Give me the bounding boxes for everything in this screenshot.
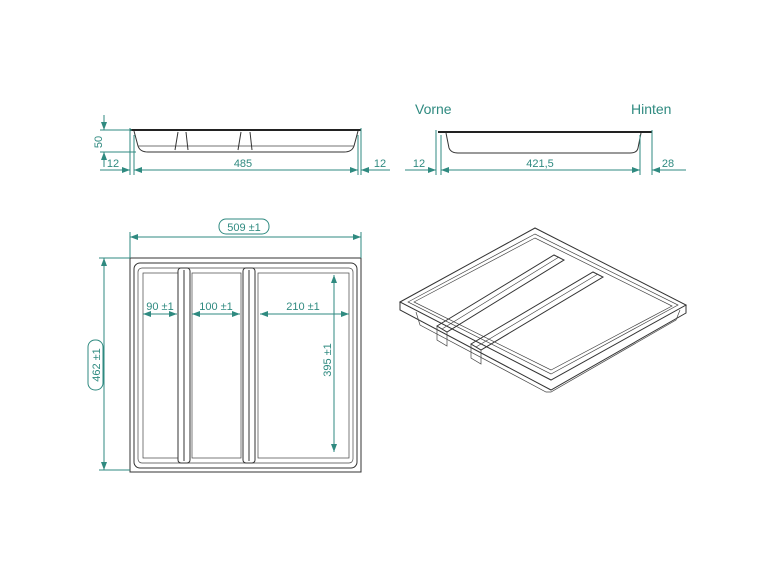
width-dimension: 509 ±1 bbox=[227, 222, 261, 234]
compartment-2-width: 100 ±1 bbox=[199, 301, 233, 313]
compartment-3-width: 210 ±1 bbox=[286, 301, 320, 313]
side-view-depth: Vorne Hinten 12 421,5 28 bbox=[405, 101, 686, 175]
isometric-view bbox=[398, 227, 688, 393]
front-label: Vorne bbox=[415, 101, 452, 117]
compartment-1-width: 90 ±1 bbox=[146, 301, 173, 313]
length-dimension: 485 bbox=[234, 158, 252, 170]
height-dimension: 50 bbox=[93, 136, 105, 148]
left-rim-dimension: 12 bbox=[107, 158, 119, 170]
depth-dimension-plan: 462 ±1 bbox=[91, 348, 103, 382]
right-rim-dimension: 12 bbox=[374, 158, 386, 170]
back-label: Hinten bbox=[631, 101, 671, 117]
front-rim-dimension: 12 bbox=[413, 158, 425, 170]
back-rim-dimension: 28 bbox=[662, 158, 674, 170]
plan-view: 509 ±1 462 ±1 90 ±1 100 ±1 210 ±1 395 ±1 bbox=[87, 218, 362, 473]
side-view-length: 50 12 485 12 bbox=[93, 115, 390, 175]
inner-length-dimension: 395 ±1 bbox=[322, 343, 334, 377]
depth-dimension: 421,5 bbox=[526, 158, 554, 170]
